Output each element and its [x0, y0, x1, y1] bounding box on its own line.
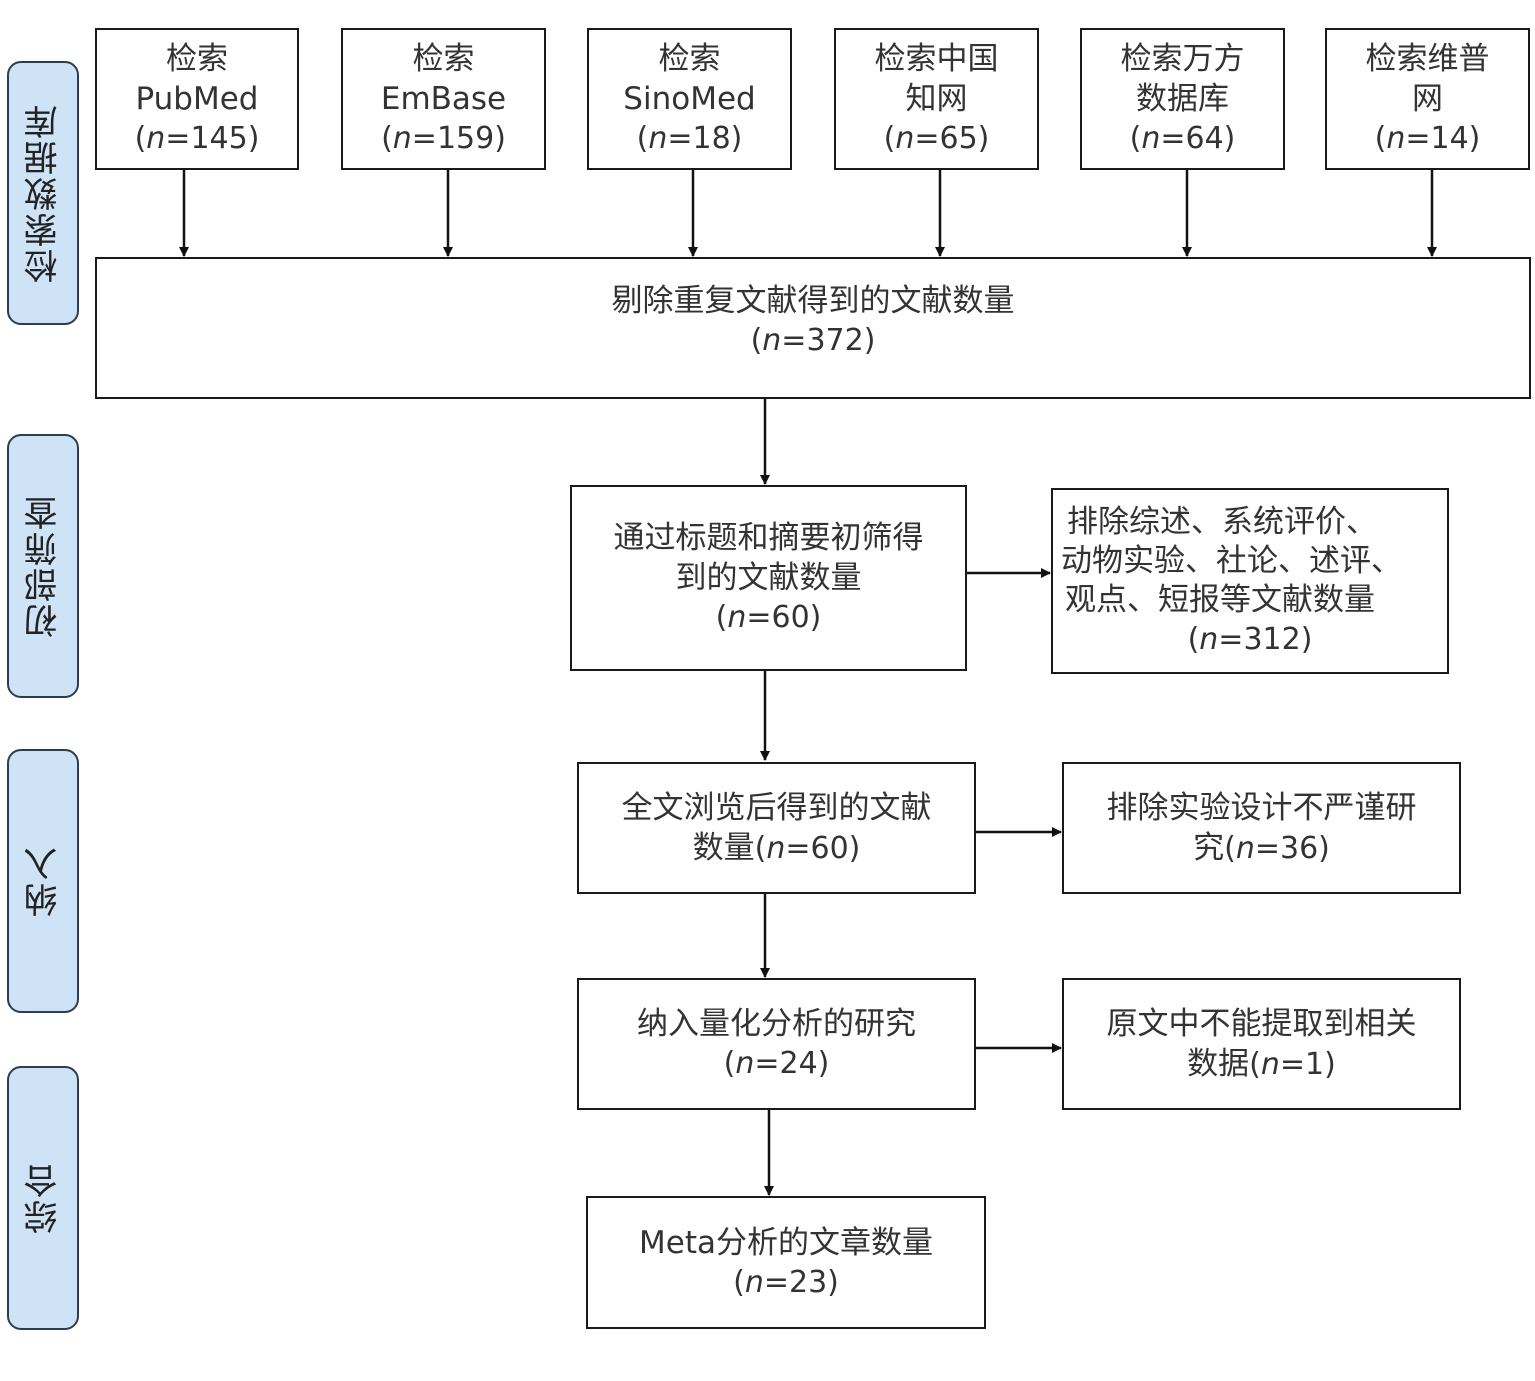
stage-synthesis: 综合: [7, 1066, 79, 1330]
stage-search: 检索数据库: [7, 61, 79, 325]
source-box-wanfang: 检索万方 数据库 (n=64): [1080, 28, 1285, 170]
stage-inclusion-label: 纳入: [23, 845, 64, 917]
source-label-line: 检索中国: [874, 41, 999, 77]
screening-box: 通过标题和摘要初筛得 到的文献数量 (n=60): [570, 485, 967, 671]
quantitative-label: 纳入量化分析的研究: [637, 1006, 916, 1042]
exclusion-label-line: 观点、短报等文献数量: [1065, 582, 1375, 618]
exclusion-label-line: 排除综述、系统评价、: [1067, 504, 1377, 540]
source-label-line: 检索: [166, 41, 228, 77]
screening-label-line: 到的文献数量: [675, 560, 862, 596]
source-box-sinomed: 检索 SinoMed (n=18): [587, 28, 792, 170]
fulltext-exclusion-box: 排除实验设计不严谨研 究(n=36): [1062, 762, 1461, 894]
exclusion-label-line: 动物实验、社论、述评、: [1061, 543, 1402, 579]
source-label-line: 网: [1412, 81, 1443, 117]
fulltext-exclusion-label-line: 究(n=36): [1193, 829, 1330, 866]
source-label-line: EmBase: [380, 81, 507, 117]
meta-analysis-box: Meta分析的文章数量 (n=23): [586, 1196, 986, 1329]
dedup-label: 剔除重复文献得到的文献数量: [611, 283, 1015, 319]
fulltext-box: 全文浏览后得到的文献 数量(n=60): [577, 762, 976, 894]
source-box-embase: 检索 EmBase (n=159): [341, 28, 546, 170]
source-label-line: PubMed: [135, 81, 259, 117]
source-label-line: 检索万方: [1120, 41, 1245, 77]
source-box-pubmed: 检索 PubMed (n=145): [95, 28, 299, 170]
fulltext-exclusion-label-line: 排除实验设计不严谨研: [1106, 789, 1417, 826]
source-label-line: 检索维普: [1365, 41, 1490, 77]
quantitative-exclusion-box: 原文中不能提取到相关 数据(n=1): [1062, 978, 1461, 1110]
source-count: (n=159): [381, 121, 506, 156]
meta-analysis-label: Meta分析的文章数量: [639, 1224, 933, 1261]
source-label-line: 数据库: [1136, 81, 1229, 117]
screening-label-line: 通过标题和摘要初筛得: [613, 520, 924, 556]
quantitative-count: (n=24): [723, 1046, 830, 1081]
stage-search-label: 检索数据库: [23, 103, 64, 283]
source-count: (n=64): [1129, 121, 1236, 156]
source-label-line: 知网: [905, 81, 968, 117]
dedup-box: 剔除重复文献得到的文献数量 (n=372): [95, 257, 1531, 399]
meta-analysis-count: (n=23): [733, 1264, 839, 1300]
source-count: (n=145): [134, 121, 260, 156]
fulltext-label-line: 数量(n=60): [692, 829, 861, 866]
source-label-line: SinoMed: [623, 81, 756, 117]
source-count: (n=14): [1374, 121, 1481, 156]
source-box-cnki: 检索中国 知网 (n=65): [834, 28, 1039, 170]
stage-screening-label: 初部筛查: [23, 494, 64, 638]
quantitative-exclusion-label-line: 原文中不能提取到相关: [1106, 1005, 1417, 1042]
source-box-vip: 检索维普 网 (n=14): [1325, 28, 1530, 170]
stage-synthesis-label: 综合: [23, 1162, 64, 1234]
screening-exclusion-count: (n=312): [1187, 622, 1313, 657]
stage-screening: 初部筛查: [7, 434, 79, 698]
quantitative-box: 纳入量化分析的研究 (n=24): [577, 978, 976, 1110]
source-count: (n=65): [883, 121, 990, 156]
screening-exclusion-box: 排除综述、系统评价、 动物实验、社论、述评、 观点、短报等文献数量 (n=312…: [1051, 488, 1449, 674]
source-label-line: 检索: [658, 41, 721, 77]
quantitative-exclusion-label-line: 数据(n=1): [1187, 1045, 1336, 1082]
fulltext-label-line: 全文浏览后得到的文献: [621, 789, 932, 826]
source-label-line: 检索: [412, 41, 475, 77]
dedup-count: (n=372): [750, 323, 876, 358]
screening-count: (n=60): [715, 600, 822, 635]
stage-inclusion: 纳入: [7, 749, 79, 1013]
source-count: (n=18): [636, 121, 743, 156]
